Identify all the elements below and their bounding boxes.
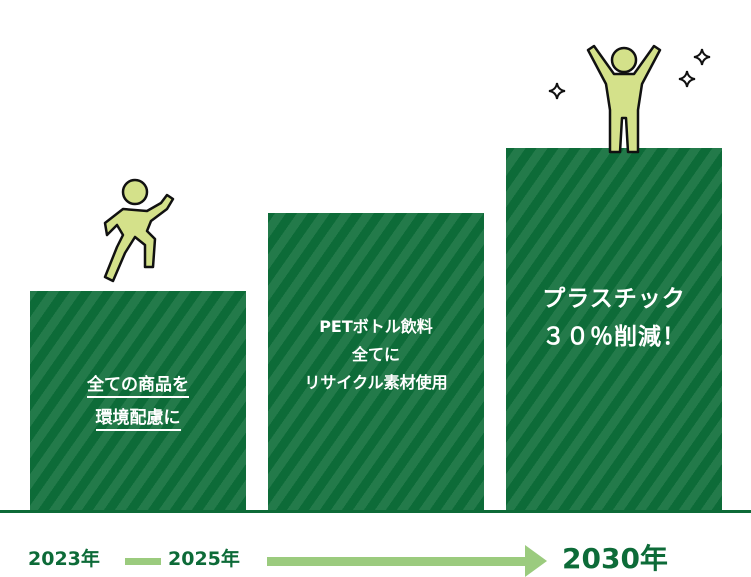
baseline — [0, 510, 751, 513]
arrow-right-icon — [525, 545, 547, 577]
year-label-2025: 2025年 — [168, 548, 240, 570]
sparkle-icon — [693, 48, 711, 66]
step-bar-2030: プラスチック ３０％削減！ — [506, 148, 722, 511]
running-person-icon — [103, 178, 175, 283]
cheering-person-icon — [586, 44, 662, 154]
year-label-2023: 2023年 — [28, 548, 100, 570]
step-bar-2025: PETボトル飲料 全てに リサイクル素材使用 — [268, 213, 484, 511]
step-2025-text: PETボトル飲料 全てに リサイクル素材使用 — [268, 313, 484, 397]
step-2030-text: プラスチック ３０％削減！ — [506, 280, 722, 356]
step-2030-line-2: ３０％削減！ — [542, 324, 686, 350]
timeline-arrow — [267, 557, 529, 566]
year-label-2030: 2030年 — [562, 542, 668, 575]
step-2025-line-2: 全てに — [351, 345, 400, 364]
sparkle-icon — [548, 82, 566, 100]
step-2023-line-1: 全ての商品を — [87, 375, 189, 398]
step-2025-line-3: リサイクル素材使用 — [304, 373, 448, 392]
step-2030-line-1: プラスチック — [542, 286, 686, 312]
step-2023-line-2: 環境配慮に — [95, 408, 181, 431]
step-bar-2023: 全ての商品を 環境配慮に — [30, 291, 246, 511]
timeline-connector — [125, 558, 161, 565]
step-2023-text: 全ての商品を 環境配慮に — [30, 369, 246, 435]
sparkle-icon — [678, 70, 696, 88]
step-2025-line-1: PETボトル飲料 — [319, 317, 433, 336]
